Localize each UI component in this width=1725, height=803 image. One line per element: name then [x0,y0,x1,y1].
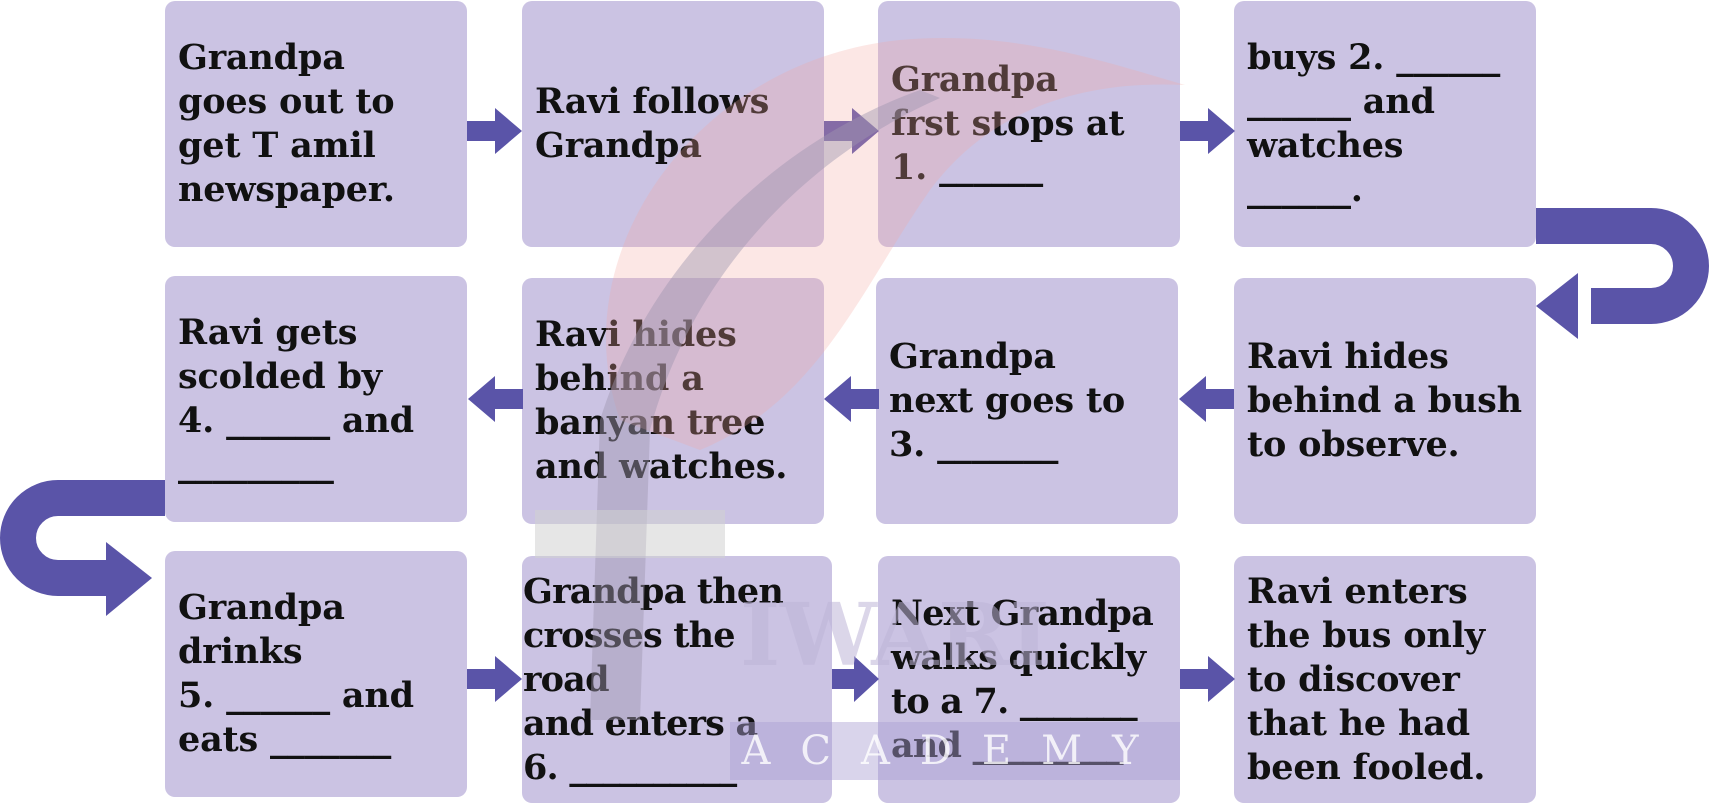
arrow-right-icon [467,108,522,154]
flow-step-11: Next Grandpa walks quickly to a 7. _____… [878,556,1180,803]
step-text: Ravi hides behind a banyan tree and watc… [535,314,788,487]
step-text: Ravi hides behind a bush to observe. [1247,336,1522,465]
step-text: Grandpa next goes to 3. _______ [889,336,1126,465]
flow-step-8: Ravi gets scolded by 4. ______ and _____… [165,276,467,522]
arrow-right-icon [1180,108,1235,154]
flow-step-7: Ravi hides behind a banyan tree and watc… [522,278,824,524]
arrow-right-icon [1180,656,1235,702]
step-text: buys 2. ______ ______ and watches ______… [1247,37,1501,210]
arrow-right-icon [832,656,879,702]
step-text: Grandpa goes out to get T amil newspaper… [178,37,395,210]
flow-step-1: Grandpa goes out to get T amil newspaper… [165,1,467,247]
arrow-left-icon [824,376,879,422]
u-turn-arrow-left-icon [0,480,165,616]
flow-step-5: Ravi hides behind a bush to observe. [1234,278,1536,524]
arrow-right-icon [824,108,879,154]
u-turn-arrow-right-icon [1536,208,1709,339]
step-text: Ravi follows Grandpa [535,81,770,166]
step-text: Ravi enters the bus only to discover tha… [1247,570,1486,788]
arrow-right-icon [467,656,522,702]
flow-step-12: Ravi enters the bus only to discover tha… [1234,556,1536,803]
arrow-left-icon [468,376,523,422]
step-text: Grandpa then crosses the road and enters… [523,570,784,788]
flow-step-2: Ravi follows Grandpa [522,1,824,247]
flow-step-4: buys 2. ______ ______ and watches ______… [1234,1,1536,247]
step-text: Next Grandpa walks quickly to a 7. _____… [891,592,1154,766]
step-text: Ravi gets scolded by 4. ______ and _____… [178,312,414,485]
flow-step-3: Grandpa frst stops at 1. ______ [878,1,1180,247]
flow-step-9: Grandpa drinks 5. ______ and eats ______… [165,551,467,797]
flow-step-6: Grandpa next goes to 3. _______ [876,278,1178,524]
flow-step-10: Grandpa then crosses the road and enters… [522,556,832,803]
step-text: Grandpa frst stops at 1. ______ [891,59,1125,188]
arrow-left-icon [1179,376,1234,422]
step-text: Grandpa drinks 5. ______ and eats ______… [178,587,414,760]
